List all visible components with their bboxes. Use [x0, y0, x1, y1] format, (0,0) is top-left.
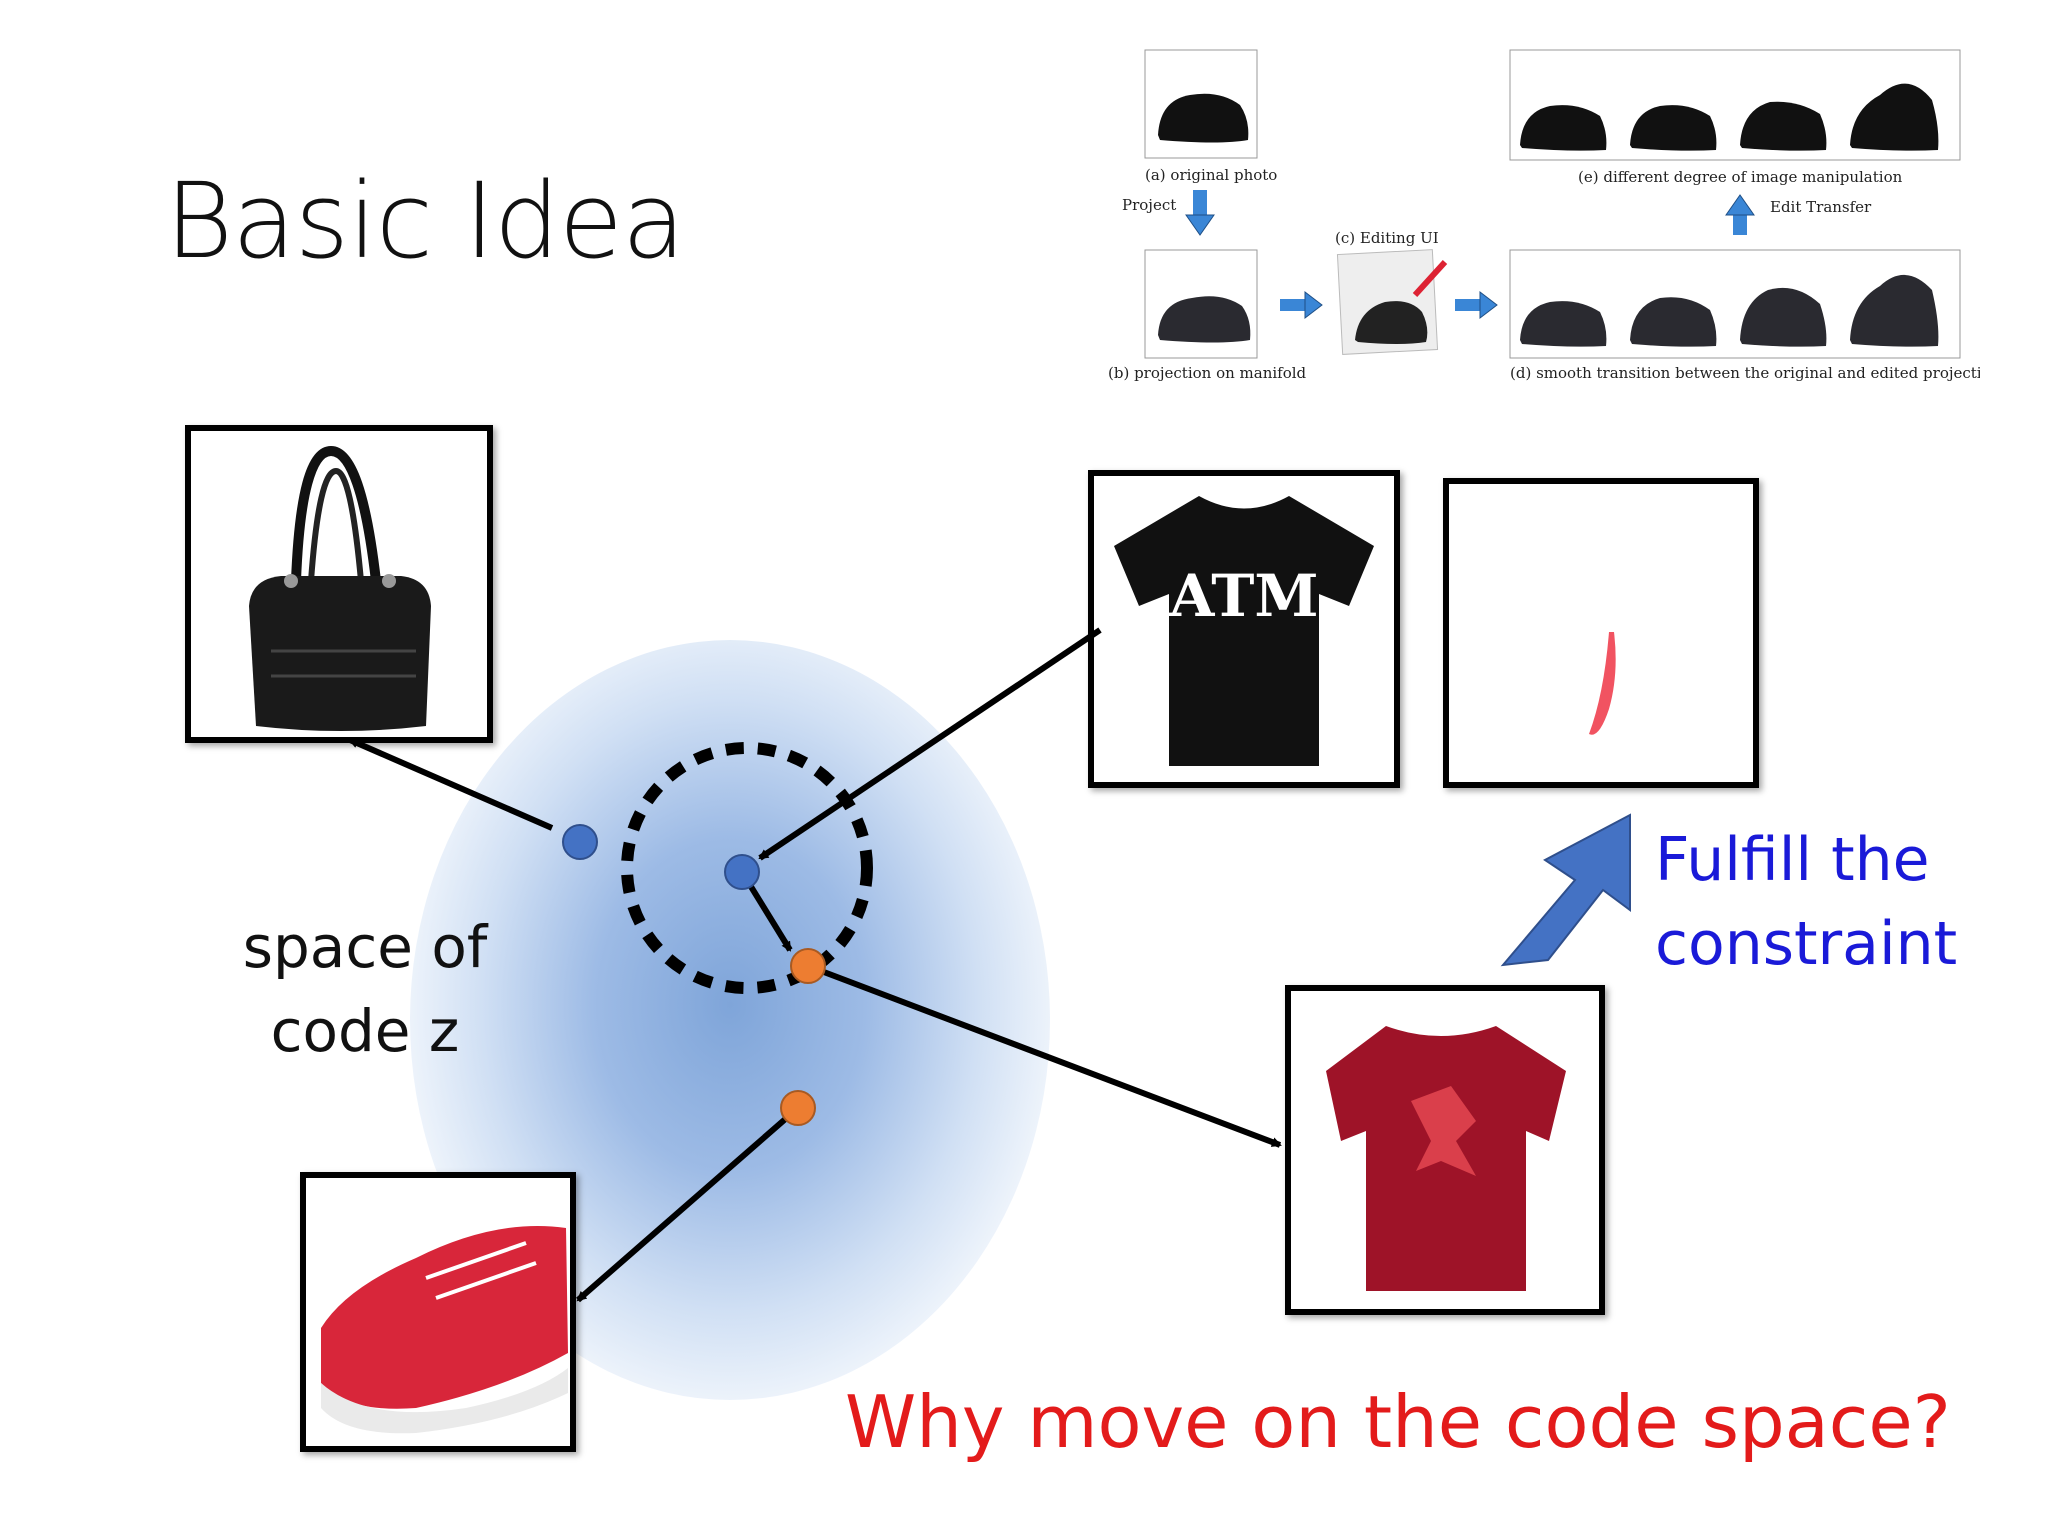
caption-project: Project [1122, 196, 1176, 214]
arrow-from-tshirt [758, 627, 1102, 861]
neighborhood-circle [621, 742, 873, 994]
question-text: Why move on the code space? [845, 1380, 1951, 1464]
code-space-label: space of code z [230, 905, 500, 1073]
arrow-to-sneaker [576, 1105, 800, 1303]
handbag-image [185, 425, 493, 743]
caption-original: (a) original photo [1145, 166, 1277, 184]
caption-edit-transfer: Edit Transfer [1770, 198, 1872, 216]
caption-editing: (c) Editing UI [1335, 229, 1439, 247]
caption-projection: (b) projection on manifold [1108, 364, 1307, 382]
blue-code-point-handbag [562, 824, 598, 860]
code-space-label-line2: code z [270, 997, 460, 1065]
black-tshirt-image: ATM [1088, 470, 1400, 788]
original-photo-image [1144, 49, 1258, 159]
caption-transition: (d) smooth transition between the origin… [1510, 364, 1980, 382]
editing-ui-image [1336, 249, 1448, 355]
transition-strip [1509, 249, 1961, 359]
caption-manipulation: (e) different degree of image manipulati… [1578, 168, 1903, 186]
pencil-icon [1412, 259, 1448, 298]
code-space-label-line1: space of [242, 913, 488, 981]
paper-figure: (a) original photo Project (b) projectio… [1108, 49, 1980, 382]
constraint-arrow-icon [1500, 813, 1631, 967]
arrow-to-handbag [348, 737, 554, 831]
orange-code-point-sneaker [780, 1090, 816, 1126]
slide-title: Basic Idea [165, 160, 686, 282]
constraint-sketch-image [1443, 478, 1759, 788]
constraint-label: Fulfill the constraint [1655, 818, 1957, 986]
red-tshirt-image [1285, 985, 1605, 1315]
red-sneaker-image [300, 1172, 576, 1452]
orange-code-point-edited [790, 948, 826, 984]
tshirt-logo: ATM [1168, 562, 1318, 630]
blue-code-point-projection [724, 854, 760, 890]
manipulation-strip [1509, 49, 1961, 161]
arrow-to-red-tshirt [806, 963, 1282, 1148]
constraint-label-line2: constraint [1655, 909, 1958, 979]
constraint-label-line1: Fulfill the [1655, 825, 1930, 895]
projection-image [1144, 249, 1258, 359]
